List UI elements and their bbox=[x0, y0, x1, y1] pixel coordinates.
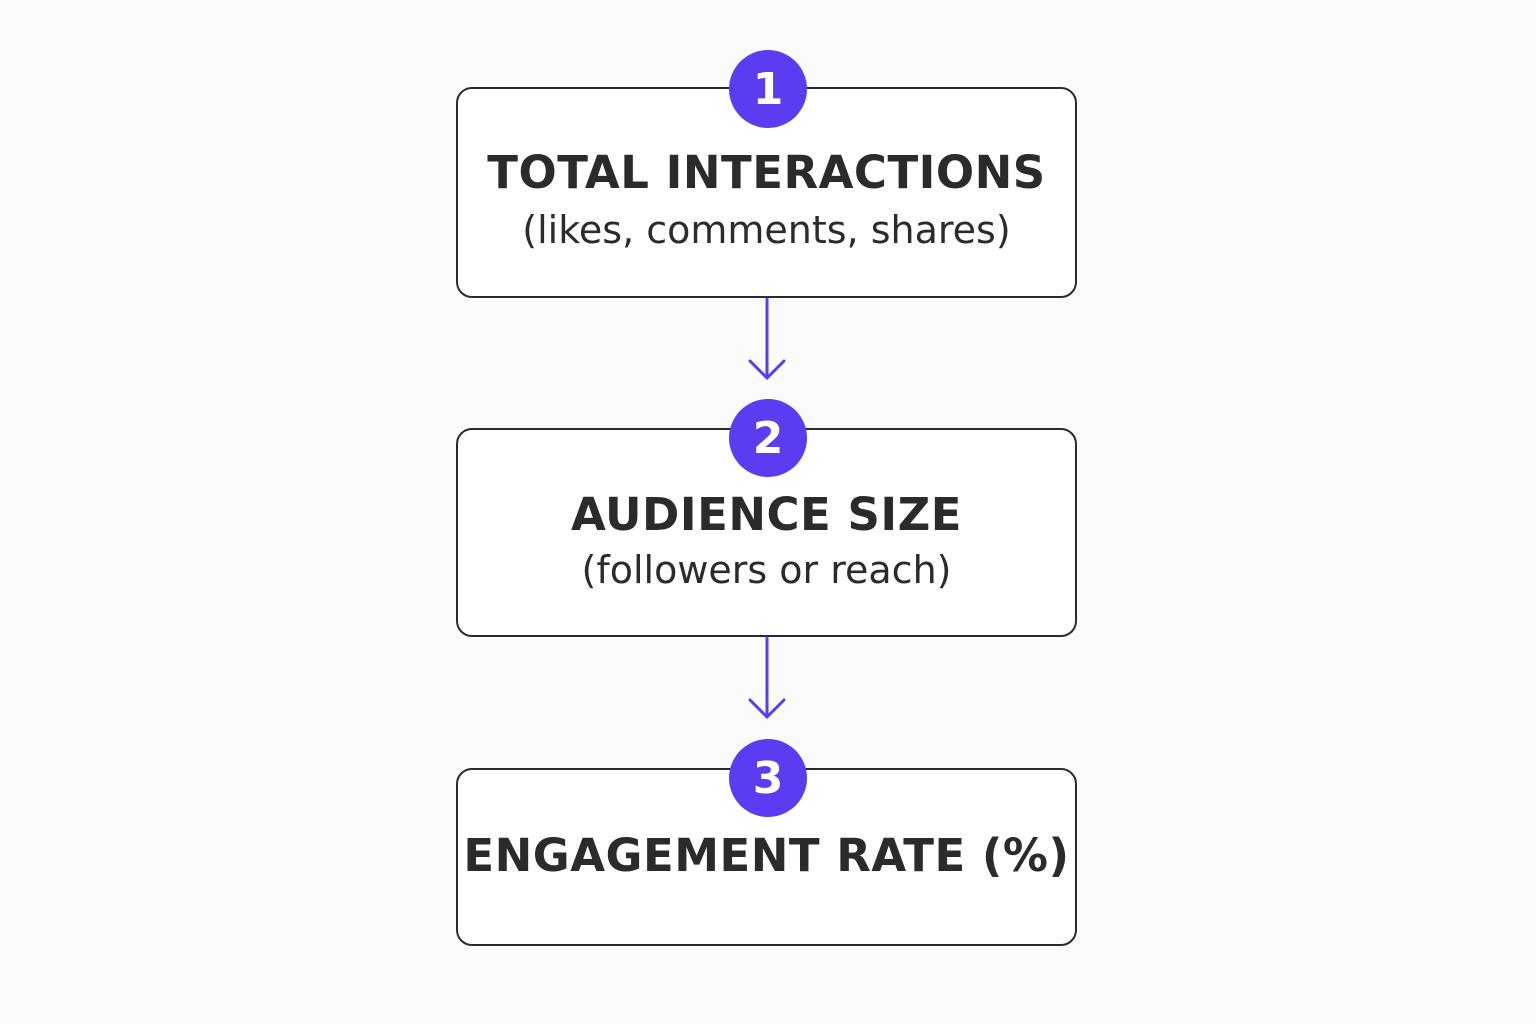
arrow-2-to-3 bbox=[748, 636, 786, 719]
step-3-number-badge: 3 bbox=[729, 739, 807, 817]
step-2-title: AUDIENCE SIZE bbox=[571, 488, 962, 541]
step-1-subtitle: (likes, comments, shares) bbox=[522, 208, 1011, 252]
step-1-title: TOTAL INTERACTIONS bbox=[487, 146, 1046, 199]
step-2-subtitle: (followers or reach) bbox=[581, 548, 952, 592]
step-1-number-badge: 1 bbox=[729, 50, 807, 128]
step-3-title: ENGAGEMENT RATE (%) bbox=[463, 829, 1070, 882]
arrow-1-to-2 bbox=[748, 297, 786, 380]
step-2-number-badge: 2 bbox=[729, 399, 807, 477]
